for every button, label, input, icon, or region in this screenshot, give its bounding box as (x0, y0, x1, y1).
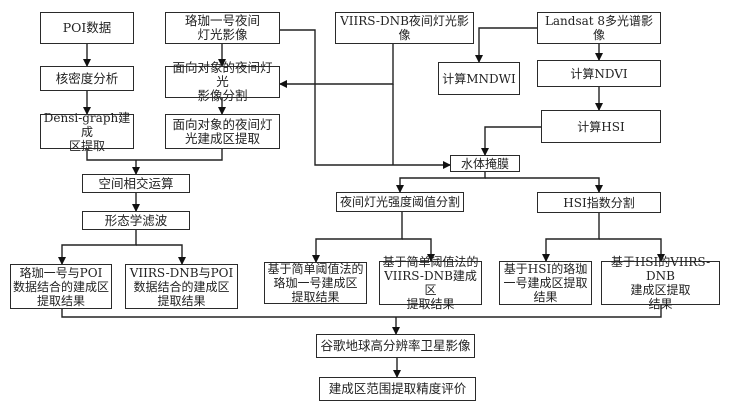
edge-watermask-split (396, 172, 486, 193)
node-densi-graph: Densi-graph建成 区提取 (40, 111, 134, 153)
node-result-hsi-viirs: 基于HSI的VIIRS-DNB 建成区提取 结果 (601, 255, 720, 311)
node-result-threshold-viirs: 基于简单阈值法的 VIIRS-DNB建成区 提取结果 (379, 255, 482, 311)
node-water-mask: 水体掩膜 (450, 155, 520, 172)
node-kernel-density: 核密度分析 (40, 66, 134, 91)
node-calc-hsi: 计算HSI (541, 110, 661, 143)
node-calc-ndvi: 计算NDVI (537, 60, 661, 87)
edge-viirs-to-segmentation (279, 44, 394, 88)
node-luojia-image: 珞珈一号夜间 灯光影像 (165, 12, 280, 44)
node-poi-data: POI数据 (40, 12, 134, 44)
node-result-hsi-luojia: 基于HSI的珞珈 一号建成区提取 结果 (499, 261, 592, 305)
node-obj-extraction: 面向对象的夜间灯 光建成区提取 (165, 114, 280, 149)
edge-morph-to-viirs-poi (136, 244, 186, 265)
edge-hsi-to-watermask (481, 126, 541, 156)
node-accuracy-eval: 建成区范围提取精度评价 (319, 377, 476, 401)
edge-threshold-to-viirs (402, 238, 435, 262)
node-landsat-image: Landsat 8多光谱影像 (537, 12, 661, 44)
node-obj-segmentation: 面向对象的夜间灯光 影像分割 (165, 61, 280, 103)
edge-hsiseg-to-viirs (599, 238, 665, 262)
edge-threshold-split (312, 212, 403, 263)
edge-morph-split (58, 230, 137, 265)
node-morph-filter: 形态学滤波 (82, 211, 190, 230)
node-viirs-image: VIIRS-DNB夜间灯光影像 (335, 12, 474, 44)
edge-watermask-to-hsiseg (485, 177, 603, 193)
node-google-earth: 谷歌地球高分辨率卫星影像 (316, 334, 475, 358)
edge-hsiseg-split (542, 213, 600, 262)
node-calc-mndwi: 计算MNDWI (438, 62, 520, 95)
edge-densi-merge (86, 149, 223, 161)
node-ntl-threshold-seg: 夜间灯光强度阈值分割 (336, 192, 464, 212)
edge-landsat-to-mndwi (475, 27, 537, 63)
node-result-viirs-poi: VIIRS-DNB与POI 数据结合的建成区 提取结果 (125, 264, 238, 309)
edge-results-collector (61, 305, 662, 318)
node-result-threshold-luojia: 基于简单阈值法的 珞珈一号建成区 提取结果 (264, 262, 367, 304)
edge-luojia-to-watermask (280, 29, 451, 169)
node-hsi-index-seg: HSI指数分割 (537, 192, 661, 213)
node-spatial-intersect: 空间相交运算 (82, 174, 190, 193)
node-result-luojia-poi: 珞珈一号与POI 数据结合的建成区 提取结果 (10, 264, 112, 309)
